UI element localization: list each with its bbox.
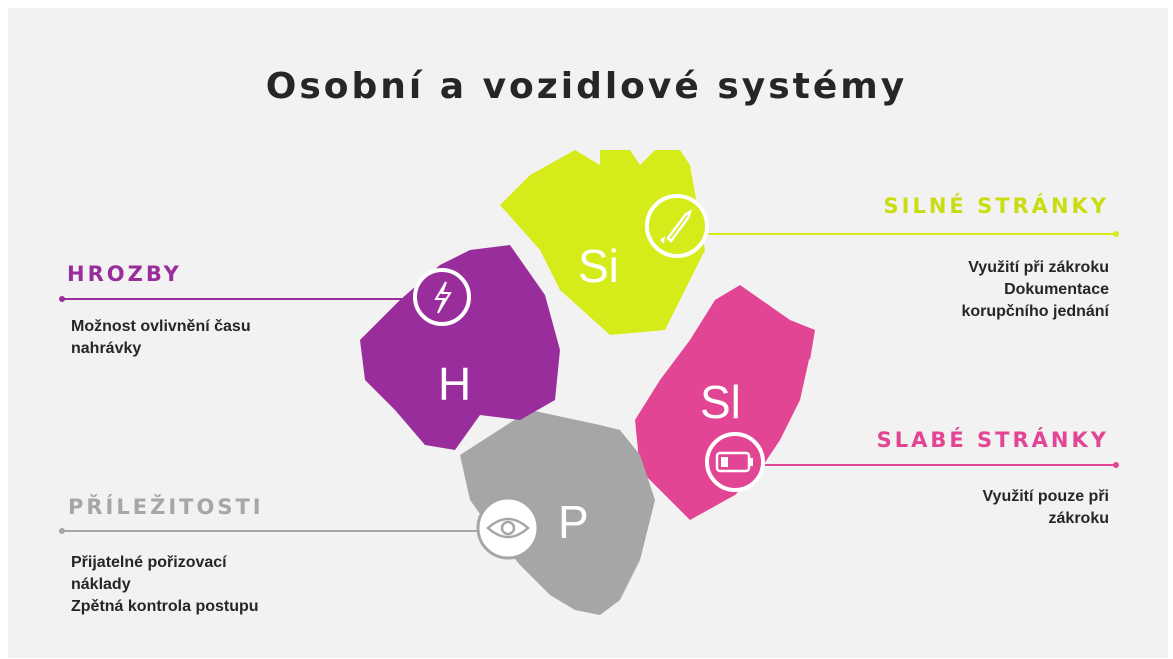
page-title: Osobní a vozidlové systémy <box>265 66 908 107</box>
threats-item: Možnost ovlivnění času <box>71 318 251 335</box>
threats-heading: HROZBY <box>67 262 182 286</box>
weaknesses-item: zákroku <box>1048 510 1109 527</box>
weaknesses-hand: Sl <box>635 285 815 520</box>
threats-list: Možnost ovlivnění času nahrávky <box>71 316 251 360</box>
weaknesses-item: Využití pouze při <box>982 488 1109 505</box>
threats-letter: H <box>438 358 471 410</box>
strengths-item: korupčního jednání <box>961 303 1109 320</box>
threats-item: nahrávky <box>71 340 142 357</box>
lightning-icon <box>413 268 471 326</box>
strengths-letter: Si <box>578 240 619 292</box>
opportunities-heading: PŘÍLEŽITOSTI <box>68 495 264 519</box>
opportunities-item: Zpětná kontrola postupu <box>71 598 259 615</box>
strengths-list: Využití při zákroku Dokumentace korupční… <box>961 257 1109 323</box>
opportunities-item: náklady <box>71 576 131 593</box>
weaknesses-letter: Sl <box>700 376 741 428</box>
opportunities-item: Přijatelné pořizovací <box>71 554 227 571</box>
opportunities-list: Přijatelné pořizovací náklady Zpětná kon… <box>71 552 259 618</box>
opportunities-hand: P <box>460 410 655 615</box>
strengths-item: Dokumentace <box>1004 281 1109 298</box>
strengths-heading: SILNÉ STRÁNKY <box>883 194 1109 218</box>
threats-hand: H <box>360 245 560 450</box>
opportunities-letter: P <box>558 496 589 548</box>
strengths-hand: Si <box>500 150 705 335</box>
connector-lines <box>59 231 1119 534</box>
eye-icon <box>476 496 540 560</box>
low-battery-icon <box>705 432 765 492</box>
weaknesses-list: Využití pouze při zákroku <box>982 486 1109 530</box>
rocket-icon <box>645 194 709 258</box>
weaknesses-heading: SLABÉ STRÁNKY <box>876 428 1109 452</box>
strengths-item: Využití při zákroku <box>968 259 1109 276</box>
